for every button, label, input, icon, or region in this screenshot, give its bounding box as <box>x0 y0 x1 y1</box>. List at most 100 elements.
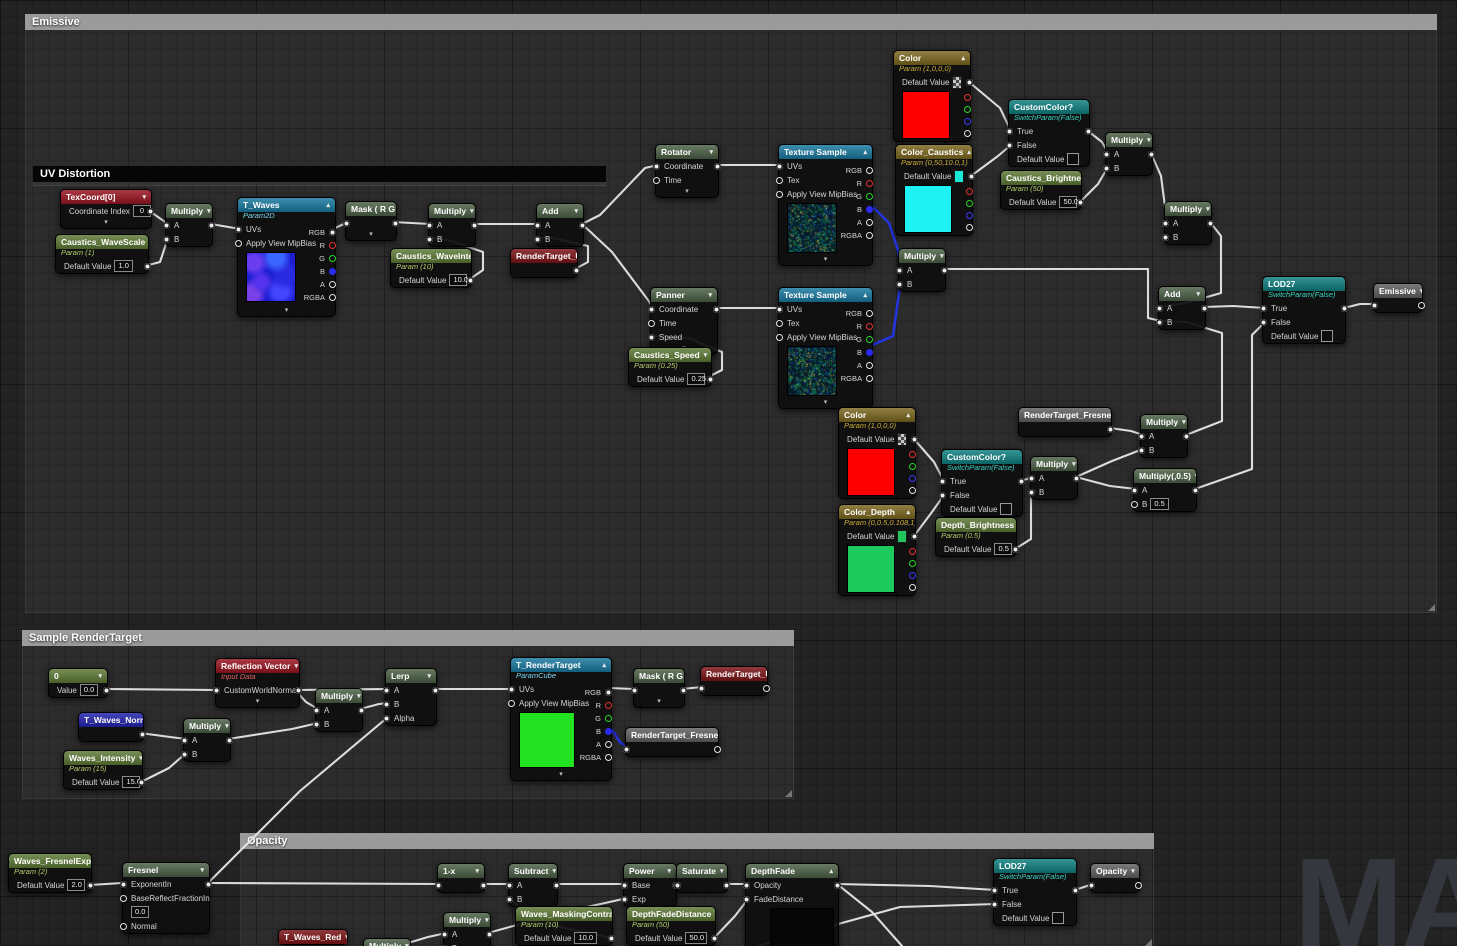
texture-sample-2-output-pin-B[interactable] <box>866 349 873 356</box>
depthfade-output-pin-0[interactable] <box>834 882 841 889</box>
color-1-channel-pin-3[interactable] <box>964 130 971 137</box>
mask-2[interactable]: Mask ( R G )▾▾ <box>633 668 685 708</box>
caustics-brightness-output-pin-0[interactable] <box>1077 199 1084 206</box>
comment-opacity-resize-handle[interactable] <box>1145 939 1152 946</box>
multiply-6-input-pin-0[interactable] <box>1028 475 1035 482</box>
texture-sample-2-output-pin-R[interactable] <box>866 323 873 330</box>
one-minus-collapse-chevron-icon[interactable]: ▾ <box>475 867 479 875</box>
subtract[interactable]: Subtract▾AB <box>508 863 558 907</box>
rotator-collapse-chevron-icon[interactable]: ▾ <box>709 148 713 156</box>
multiply-7-collapse-chevron-icon[interactable]: ▾ <box>1182 418 1186 426</box>
caustics-wavescale-header[interactable]: Caustics_WaveScale▾ <box>56 235 148 249</box>
texture-sample-2-input-pin-t1[interactable] <box>776 320 783 327</box>
t-waves-input-pin-t1[interactable] <box>235 240 242 247</box>
depthfadedistance[interactable]: DepthFadeDistance▾Param (50)Default Valu… <box>626 906 716 946</box>
lod27-opacity-output-pin-0[interactable] <box>1072 887 1079 894</box>
color-depth-collapse-chevron-icon[interactable]: ▴ <box>906 508 910 516</box>
fresnel-input-pin-1[interactable] <box>120 895 127 902</box>
t-rendertarget[interactable]: T_RenderTarget▴ParamCubeUVsApply View Mi… <box>510 657 612 781</box>
multiply-4[interactable]: Multiply▾AB <box>1164 201 1212 245</box>
caustics-waveintensity-output-pin-0[interactable] <box>467 277 474 284</box>
rotator-input-pin-0[interactable] <box>653 163 660 170</box>
multiply-6-collapse-chevron-icon[interactable]: ▾ <box>1072 460 1076 468</box>
add-2-collapse-chevron-icon[interactable]: ▾ <box>1196 290 1200 298</box>
multiply-7-output-pin-0[interactable] <box>1183 433 1190 440</box>
multiply-10-output-pin-0[interactable] <box>486 931 493 938</box>
lod27-emissive[interactable]: LOD27SwitchParam(False)TrueFalseDefault … <box>1262 276 1346 344</box>
caustics-brightness-header[interactable]: Caustics_Brightness▾ <box>1001 171 1081 185</box>
waves-maskingcontrast-output-pin-0[interactable] <box>608 935 615 942</box>
color-1-output-pin-0[interactable] <box>966 79 973 86</box>
emissive-output-output-pin-0[interactable] <box>1418 302 1425 309</box>
texture-sample-1-output-pin-A[interactable] <box>866 219 873 226</box>
emissive-output-collapse-chevron-icon[interactable]: ▾ <box>1420 287 1422 295</box>
texture-sample-1-input-pin-t2[interactable] <box>776 191 783 198</box>
multiply-9-output-pin-0[interactable] <box>358 707 365 714</box>
multiply-8[interactable]: Multiply▾AB <box>183 718 231 762</box>
t-waves-output-pin-RGB[interactable] <box>329 229 336 236</box>
t-waves-collapse-chevron-icon[interactable]: ▴ <box>326 201 330 209</box>
multiply-3-input-pin-1[interactable] <box>1103 165 1110 172</box>
caustics-wavescale-value-field-0[interactable]: 1.0 <box>114 260 132 272</box>
color-caustics[interactable]: Color_Caustics▴Param (0,50,10.0,1)Defaul… <box>895 144 973 236</box>
reflection-vector-header[interactable]: Reflection Vector▾ <box>216 659 299 673</box>
multiply-5-input-pin-1[interactable] <box>896 281 903 288</box>
one-minus-header[interactable]: 1-x▾ <box>438 864 484 878</box>
customcolor-1-input-pin-1[interactable] <box>1006 142 1013 149</box>
texture-sample-2-output-pin-G[interactable] <box>866 336 873 343</box>
saturate-header[interactable]: Saturate▾ <box>677 864 727 878</box>
color-1[interactable]: Color▴Param (1,0,0,0)Default Value <box>893 50 971 142</box>
lod27-opacity[interactable]: LOD27SwitchParam(False)TrueFalseDefault … <box>993 858 1077 926</box>
mask-1-header[interactable]: Mask ( R G )▾ <box>346 202 396 216</box>
add-1-input-pin-0[interactable] <box>534 222 541 229</box>
multiply-5-collapse-chevron-icon[interactable]: ▾ <box>940 252 944 260</box>
color-caustics-channel-pin-1[interactable] <box>966 200 973 207</box>
comment-emissive-resize-handle[interactable] <box>1428 604 1435 611</box>
mask-2-expand-chevron-icon[interactable]: ▾ <box>634 697 684 707</box>
multiply-5-header[interactable]: Multiply▾ <box>899 249 945 263</box>
multiply-10-input-pin-0[interactable] <box>441 931 448 938</box>
lerp-input-pin-1[interactable] <box>383 701 390 708</box>
multiply-05-collapse-chevron-icon[interactable]: ▾ <box>1195 472 1196 480</box>
multiply-7[interactable]: Multiply▾AB <box>1140 414 1188 458</box>
depthfade-input-pin-0[interactable] <box>743 882 750 889</box>
waves-intensity[interactable]: Waves_Intensity▾Param (15)Default Value1… <box>63 750 143 790</box>
rendertarget-fresneldepth-2-output-pin-0[interactable] <box>714 746 721 753</box>
rendertarget-fresneldepth-1[interactable]: RenderTarget_FresnelDepth▾ <box>1018 407 1112 437</box>
color-depth-channel-pin-2[interactable] <box>909 572 916 579</box>
multiply-8-header[interactable]: Multiply▾ <box>184 719 230 733</box>
add-1[interactable]: Add▾AB <box>536 203 584 247</box>
waves-fresnelexponent[interactable]: Waves_FresnelExponent▾Param (2)Default V… <box>8 853 92 893</box>
color-caustics-swatch[interactable] <box>954 170 964 183</box>
lod27-emissive-input-pin-1[interactable] <box>1260 319 1267 326</box>
multiply-9-input-pin-1[interactable] <box>313 721 320 728</box>
opacity-output-header[interactable]: Opacity▾ <box>1091 864 1139 878</box>
depthfade-input-pin-1[interactable] <box>743 896 750 903</box>
t-waves-input-pin-t0[interactable] <box>235 226 242 233</box>
rendertarget-uvs-2-input-pin-0[interactable] <box>698 685 705 692</box>
waves-fresnelexponent-output-pin-0[interactable] <box>87 882 94 889</box>
multiply-2-input-pin-0[interactable] <box>426 222 433 229</box>
subtract-output-pin-0[interactable] <box>553 882 560 889</box>
rotator[interactable]: Rotator▾CoordinateTime▾ <box>655 144 719 198</box>
texture-sample-2-input-pin-t2[interactable] <box>776 334 783 341</box>
t-rendertarget-output-pin-B[interactable] <box>605 728 612 735</box>
const-0-header[interactable]: 0▾ <box>49 669 107 683</box>
lod27-emissive-default-checkbox[interactable] <box>1321 330 1333 342</box>
rendertarget-fresneldepth-2-input-pin-0[interactable] <box>623 746 630 753</box>
color-1-header[interactable]: Color▴ <box>894 51 970 65</box>
comment-uv-distortion-title-bar[interactable]: UV Distortion <box>33 166 606 182</box>
comment-emissive-title-bar[interactable]: Emissive <box>25 14 1437 30</box>
power-collapse-chevron-icon[interactable]: ▾ <box>667 867 671 875</box>
power-header[interactable]: Power▾ <box>624 864 676 878</box>
add-2-output-pin-0[interactable] <box>1201 305 1208 312</box>
customcolor-2-input-pin-0[interactable] <box>939 478 946 485</box>
panner-input-pin-0[interactable] <box>648 306 655 313</box>
emissive-output[interactable]: Emissive▾ <box>1373 283 1423 313</box>
waves-maskingcontrast-value-field-0[interactable]: 10.0 <box>574 932 597 944</box>
waves-fresnelexponent-value-field-0[interactable]: 2.0 <box>67 879 85 891</box>
opacity-output-input-pin-0[interactable] <box>1088 882 1095 889</box>
color-depth-channel-pin-3[interactable] <box>909 584 916 591</box>
lod27-emissive-output-pin-0[interactable] <box>1341 305 1348 312</box>
multiply-4-input-pin-1[interactable] <box>1162 234 1169 241</box>
